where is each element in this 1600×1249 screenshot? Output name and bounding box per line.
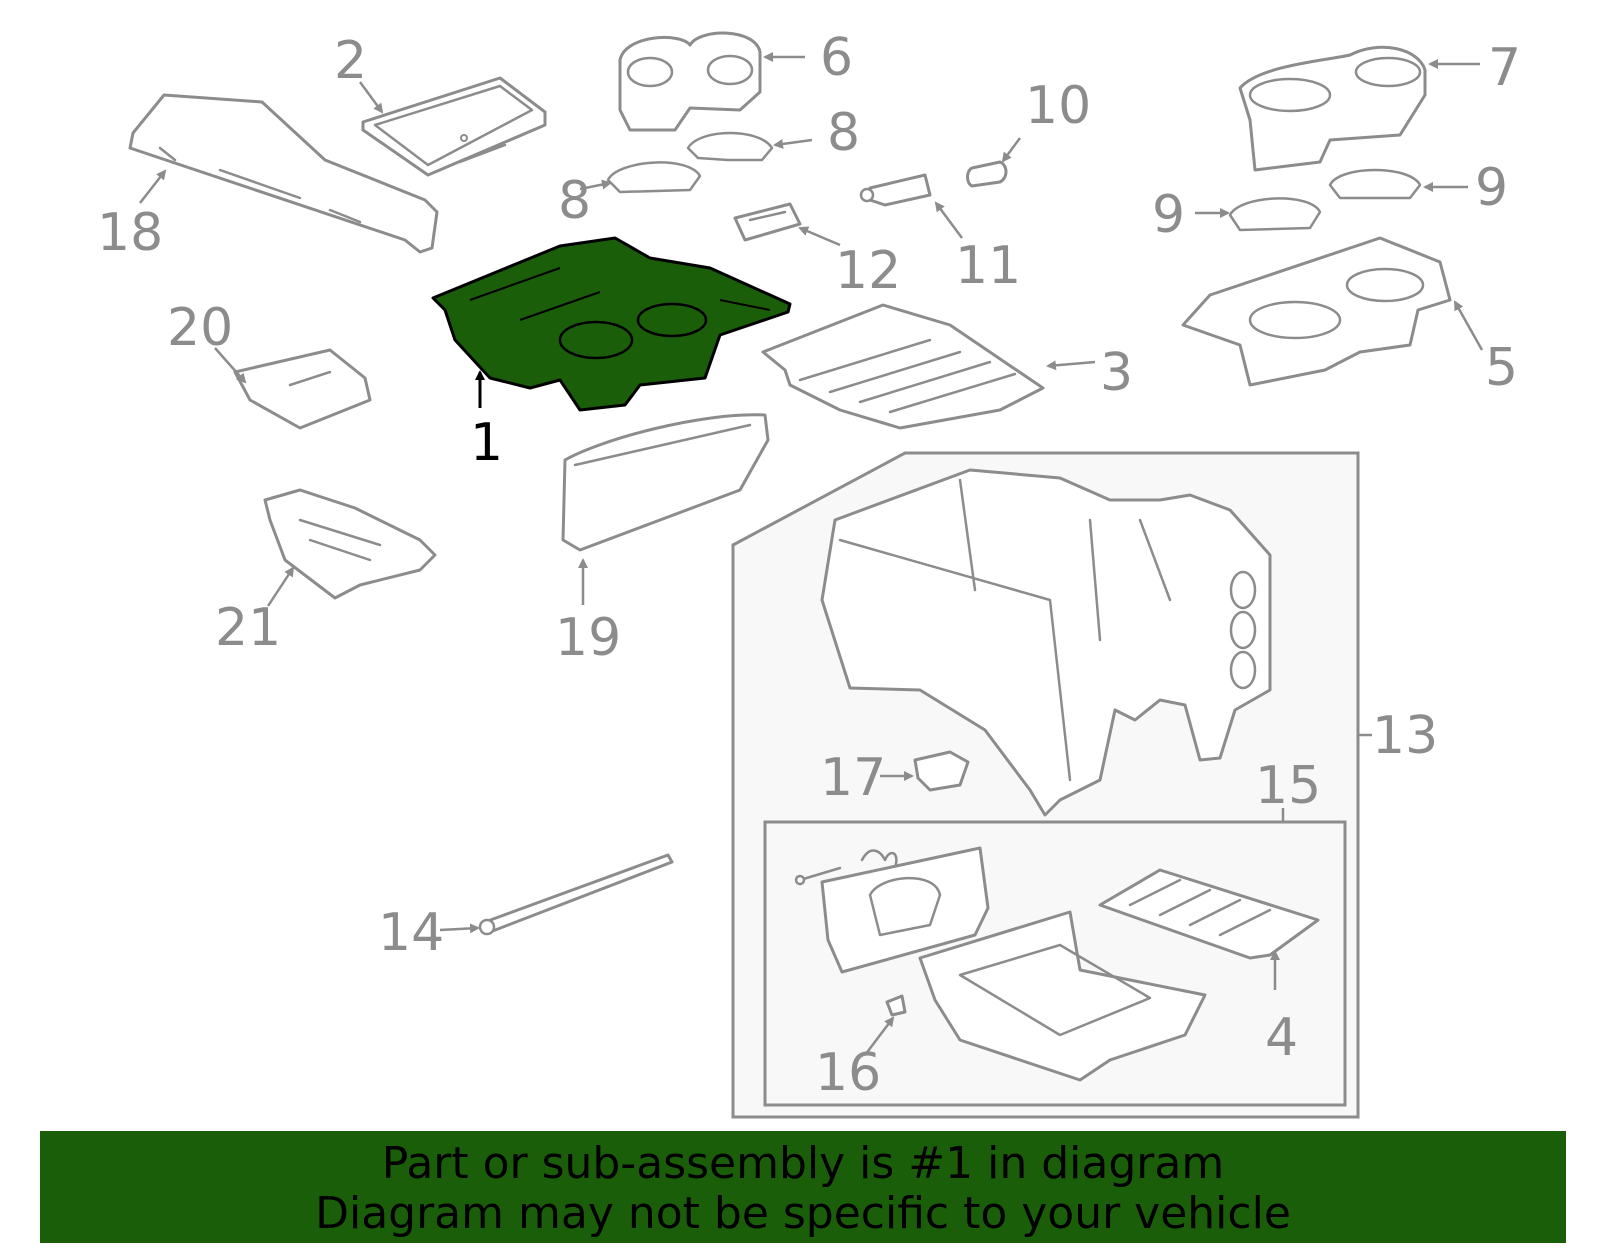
callout-10: 10 bbox=[1025, 76, 1091, 136]
callout-18: 18 bbox=[97, 203, 163, 263]
callout-7: 7 bbox=[1488, 38, 1521, 98]
part-6-cup-holder-insert bbox=[618, 31, 805, 132]
part-5-console-top bbox=[1181, 236, 1484, 387]
part-11-connector bbox=[859, 173, 964, 239]
callout-21: 21 bbox=[215, 598, 281, 658]
callout-11: 11 bbox=[955, 236, 1021, 296]
callout-2: 2 bbox=[334, 31, 367, 91]
info-banner: Part or sub-assembly is #1 in diagram Di… bbox=[40, 1131, 1566, 1243]
banner-line-2: Diagram may not be specific to your vehi… bbox=[315, 1188, 1291, 1239]
callout-5: 5 bbox=[1485, 338, 1518, 398]
callout-15: 15 bbox=[1255, 756, 1321, 816]
callout-13: 13 bbox=[1372, 706, 1438, 766]
callout-19: 19 bbox=[555, 608, 621, 668]
banner-line-1: Part or sub-assembly is #1 in diagram bbox=[381, 1138, 1225, 1189]
callout-14: 14 bbox=[378, 903, 444, 963]
callout-1: 1 bbox=[470, 413, 503, 473]
callout-9b: 9 bbox=[1152, 185, 1185, 245]
callout-3: 3 bbox=[1100, 343, 1133, 403]
callout-6: 6 bbox=[820, 28, 853, 88]
callout-8a: 8 bbox=[827, 103, 860, 163]
part-21-bracket bbox=[263, 488, 437, 607]
part-1-cup-holder-storage bbox=[431, 236, 792, 412]
callout-4: 4 bbox=[1265, 1008, 1298, 1068]
part-14-rod bbox=[439, 853, 674, 936]
part-9-rings bbox=[1195, 168, 1468, 232]
part-10-plug bbox=[966, 137, 1022, 188]
part-8-retainer-rings bbox=[579, 131, 813, 194]
callout-16: 16 bbox=[815, 1043, 881, 1103]
callout-12: 12 bbox=[835, 241, 901, 301]
part-7-rear-cup-holder bbox=[1238, 45, 1480, 172]
subassembly-box-15 bbox=[763, 808, 1347, 1107]
part-3-mat bbox=[761, 303, 1096, 430]
callout-9a: 9 bbox=[1475, 158, 1508, 218]
callout-8b: 8 bbox=[558, 171, 591, 231]
callout-20: 20 bbox=[167, 298, 233, 358]
part-12-switch bbox=[733, 202, 841, 247]
part-19-trim-panel bbox=[561, 413, 770, 605]
part-18-side-trim bbox=[128, 93, 439, 254]
part-20-module bbox=[214, 347, 372, 430]
callout-17: 17 bbox=[820, 748, 886, 808]
part-2-tray bbox=[358, 76, 547, 177]
